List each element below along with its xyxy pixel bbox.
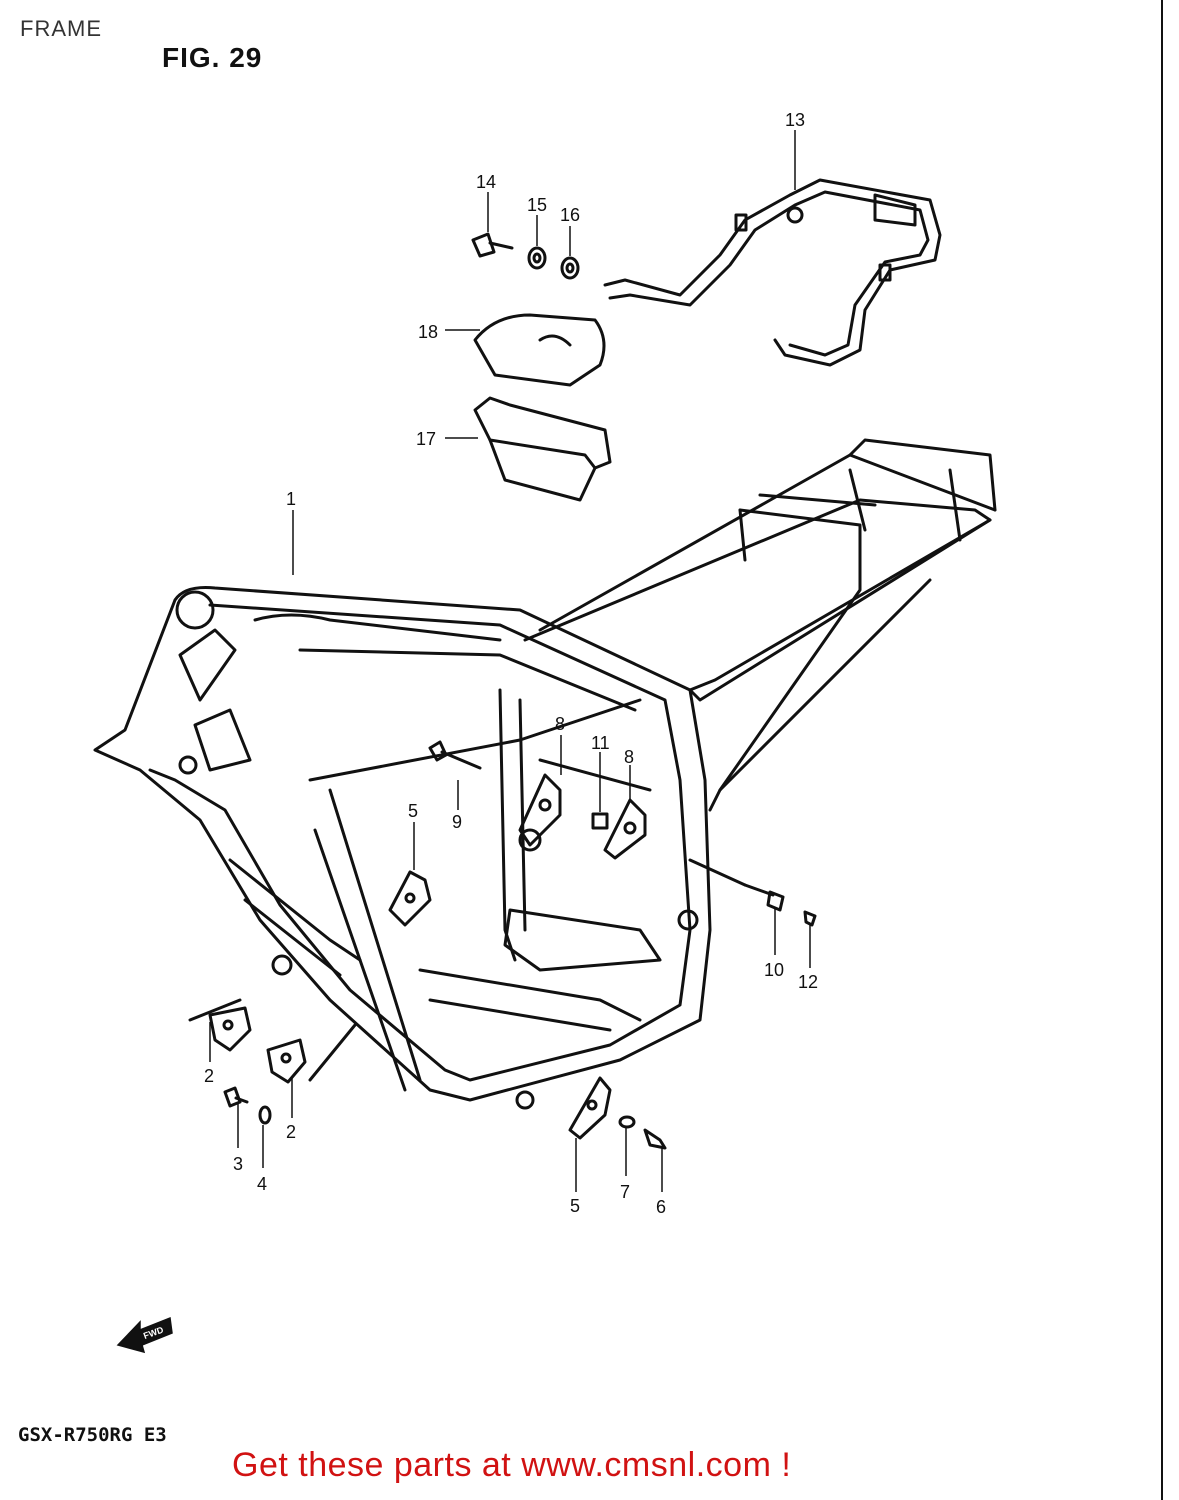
forward-arrow-icon: FWD <box>116 1316 173 1354</box>
callout-5b: 5 <box>570 1196 580 1216</box>
parts-link[interactable]: Get these parts at www.cmsnl.com ! <box>232 1446 792 1484</box>
callout-15: 15 <box>527 195 547 215</box>
section-title: FRAME <box>20 16 102 41</box>
leader-lines <box>209 130 811 1192</box>
model-code: GSX-R750RG E3 <box>18 1424 167 1446</box>
callout-9: 9 <box>452 812 462 832</box>
engine-mount-brackets <box>518 758 652 860</box>
callout-7: 7 <box>620 1182 630 1202</box>
page-edge-rule <box>1161 0 1163 1500</box>
callout-6: 6 <box>656 1197 666 1217</box>
callout-13: 13 <box>785 110 805 130</box>
side-bolt-and-clip <box>688 858 817 927</box>
figure-label: FIG. 29 <box>162 42 263 73</box>
long-through-bolt <box>428 740 482 770</box>
engine-mount-plate-upper <box>388 870 432 927</box>
callout-17: 17 <box>416 429 436 449</box>
callout-14: 14 <box>476 172 496 192</box>
callout-18: 18 <box>418 322 438 342</box>
nut <box>591 812 609 830</box>
engine-mount-plates-left <box>188 998 357 1084</box>
rail-bolt-washers <box>471 232 580 280</box>
callout-5a: 5 <box>408 801 418 821</box>
tool-bag <box>473 313 606 387</box>
grab-rail <box>603 178 942 367</box>
callout-8a: 8 <box>555 714 565 734</box>
tool-tray <box>473 396 612 502</box>
callout-8b: 8 <box>624 747 634 767</box>
callout-labels: 1 2 2 3 4 5 5 6 7 8 8 9 10 11 12 13 14 1… <box>204 110 818 1217</box>
main-frame <box>93 438 997 1110</box>
callout-16: 16 <box>560 205 580 225</box>
callout-12: 12 <box>798 972 818 992</box>
callout-1: 1 <box>286 489 296 509</box>
callout-10: 10 <box>764 960 784 980</box>
bolt-and-washer-left <box>223 1086 272 1125</box>
callout-11: 11 <box>591 733 610 753</box>
callout-2b: 2 <box>286 1122 296 1142</box>
callout-4: 4 <box>257 1174 267 1194</box>
engine-mount-plate-lower-right <box>568 1076 667 1150</box>
callout-2a: 2 <box>204 1066 214 1086</box>
callout-3: 3 <box>233 1154 243 1174</box>
